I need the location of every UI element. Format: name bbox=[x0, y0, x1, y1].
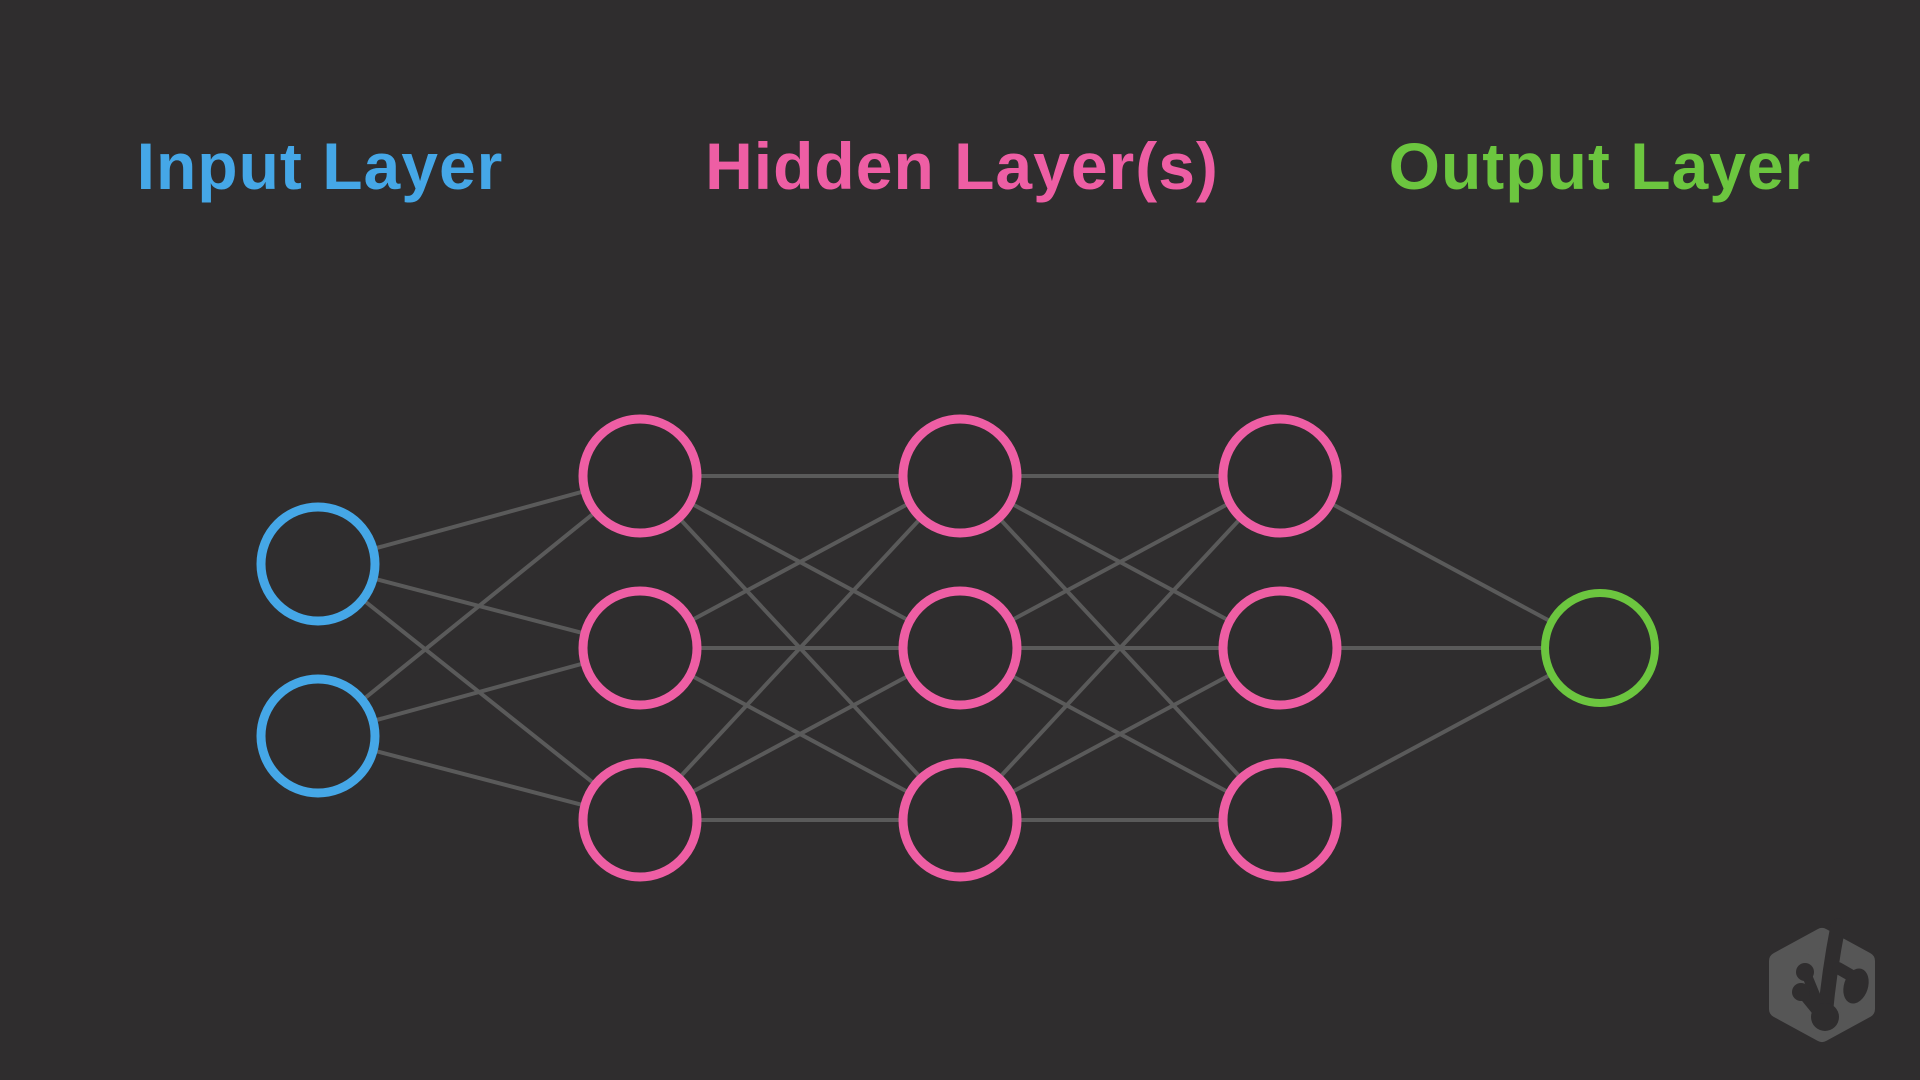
hidden-layer-1-node bbox=[578, 586, 702, 710]
hidden-layer-1-node bbox=[578, 758, 702, 882]
output-layer-label: Output Layer bbox=[1388, 129, 1812, 203]
hidden-layer-1-node bbox=[578, 414, 702, 538]
treehouse-logo-icon bbox=[1769, 918, 1875, 1042]
hidden-layer-2-node bbox=[898, 586, 1022, 710]
connection-line bbox=[638, 474, 962, 822]
logo-frog-foot bbox=[1792, 918, 1869, 1031]
input-layer-node bbox=[256, 674, 380, 798]
hidden-layer-2-node bbox=[898, 758, 1022, 882]
hidden-layer-2-node bbox=[898, 414, 1022, 538]
hidden-layer-label: Hidden Layer(s) bbox=[705, 129, 1219, 203]
input-layer-node bbox=[256, 502, 380, 626]
hidden-layer-3-node bbox=[1218, 586, 1342, 710]
output-layer-node bbox=[1541, 589, 1659, 707]
connection-line bbox=[958, 474, 1282, 822]
hidden-layer-3-node bbox=[1218, 758, 1342, 882]
connection-line bbox=[316, 474, 642, 738]
hidden-layer-3-node bbox=[1218, 414, 1342, 538]
input-layer-label: Input Layer bbox=[136, 129, 504, 203]
